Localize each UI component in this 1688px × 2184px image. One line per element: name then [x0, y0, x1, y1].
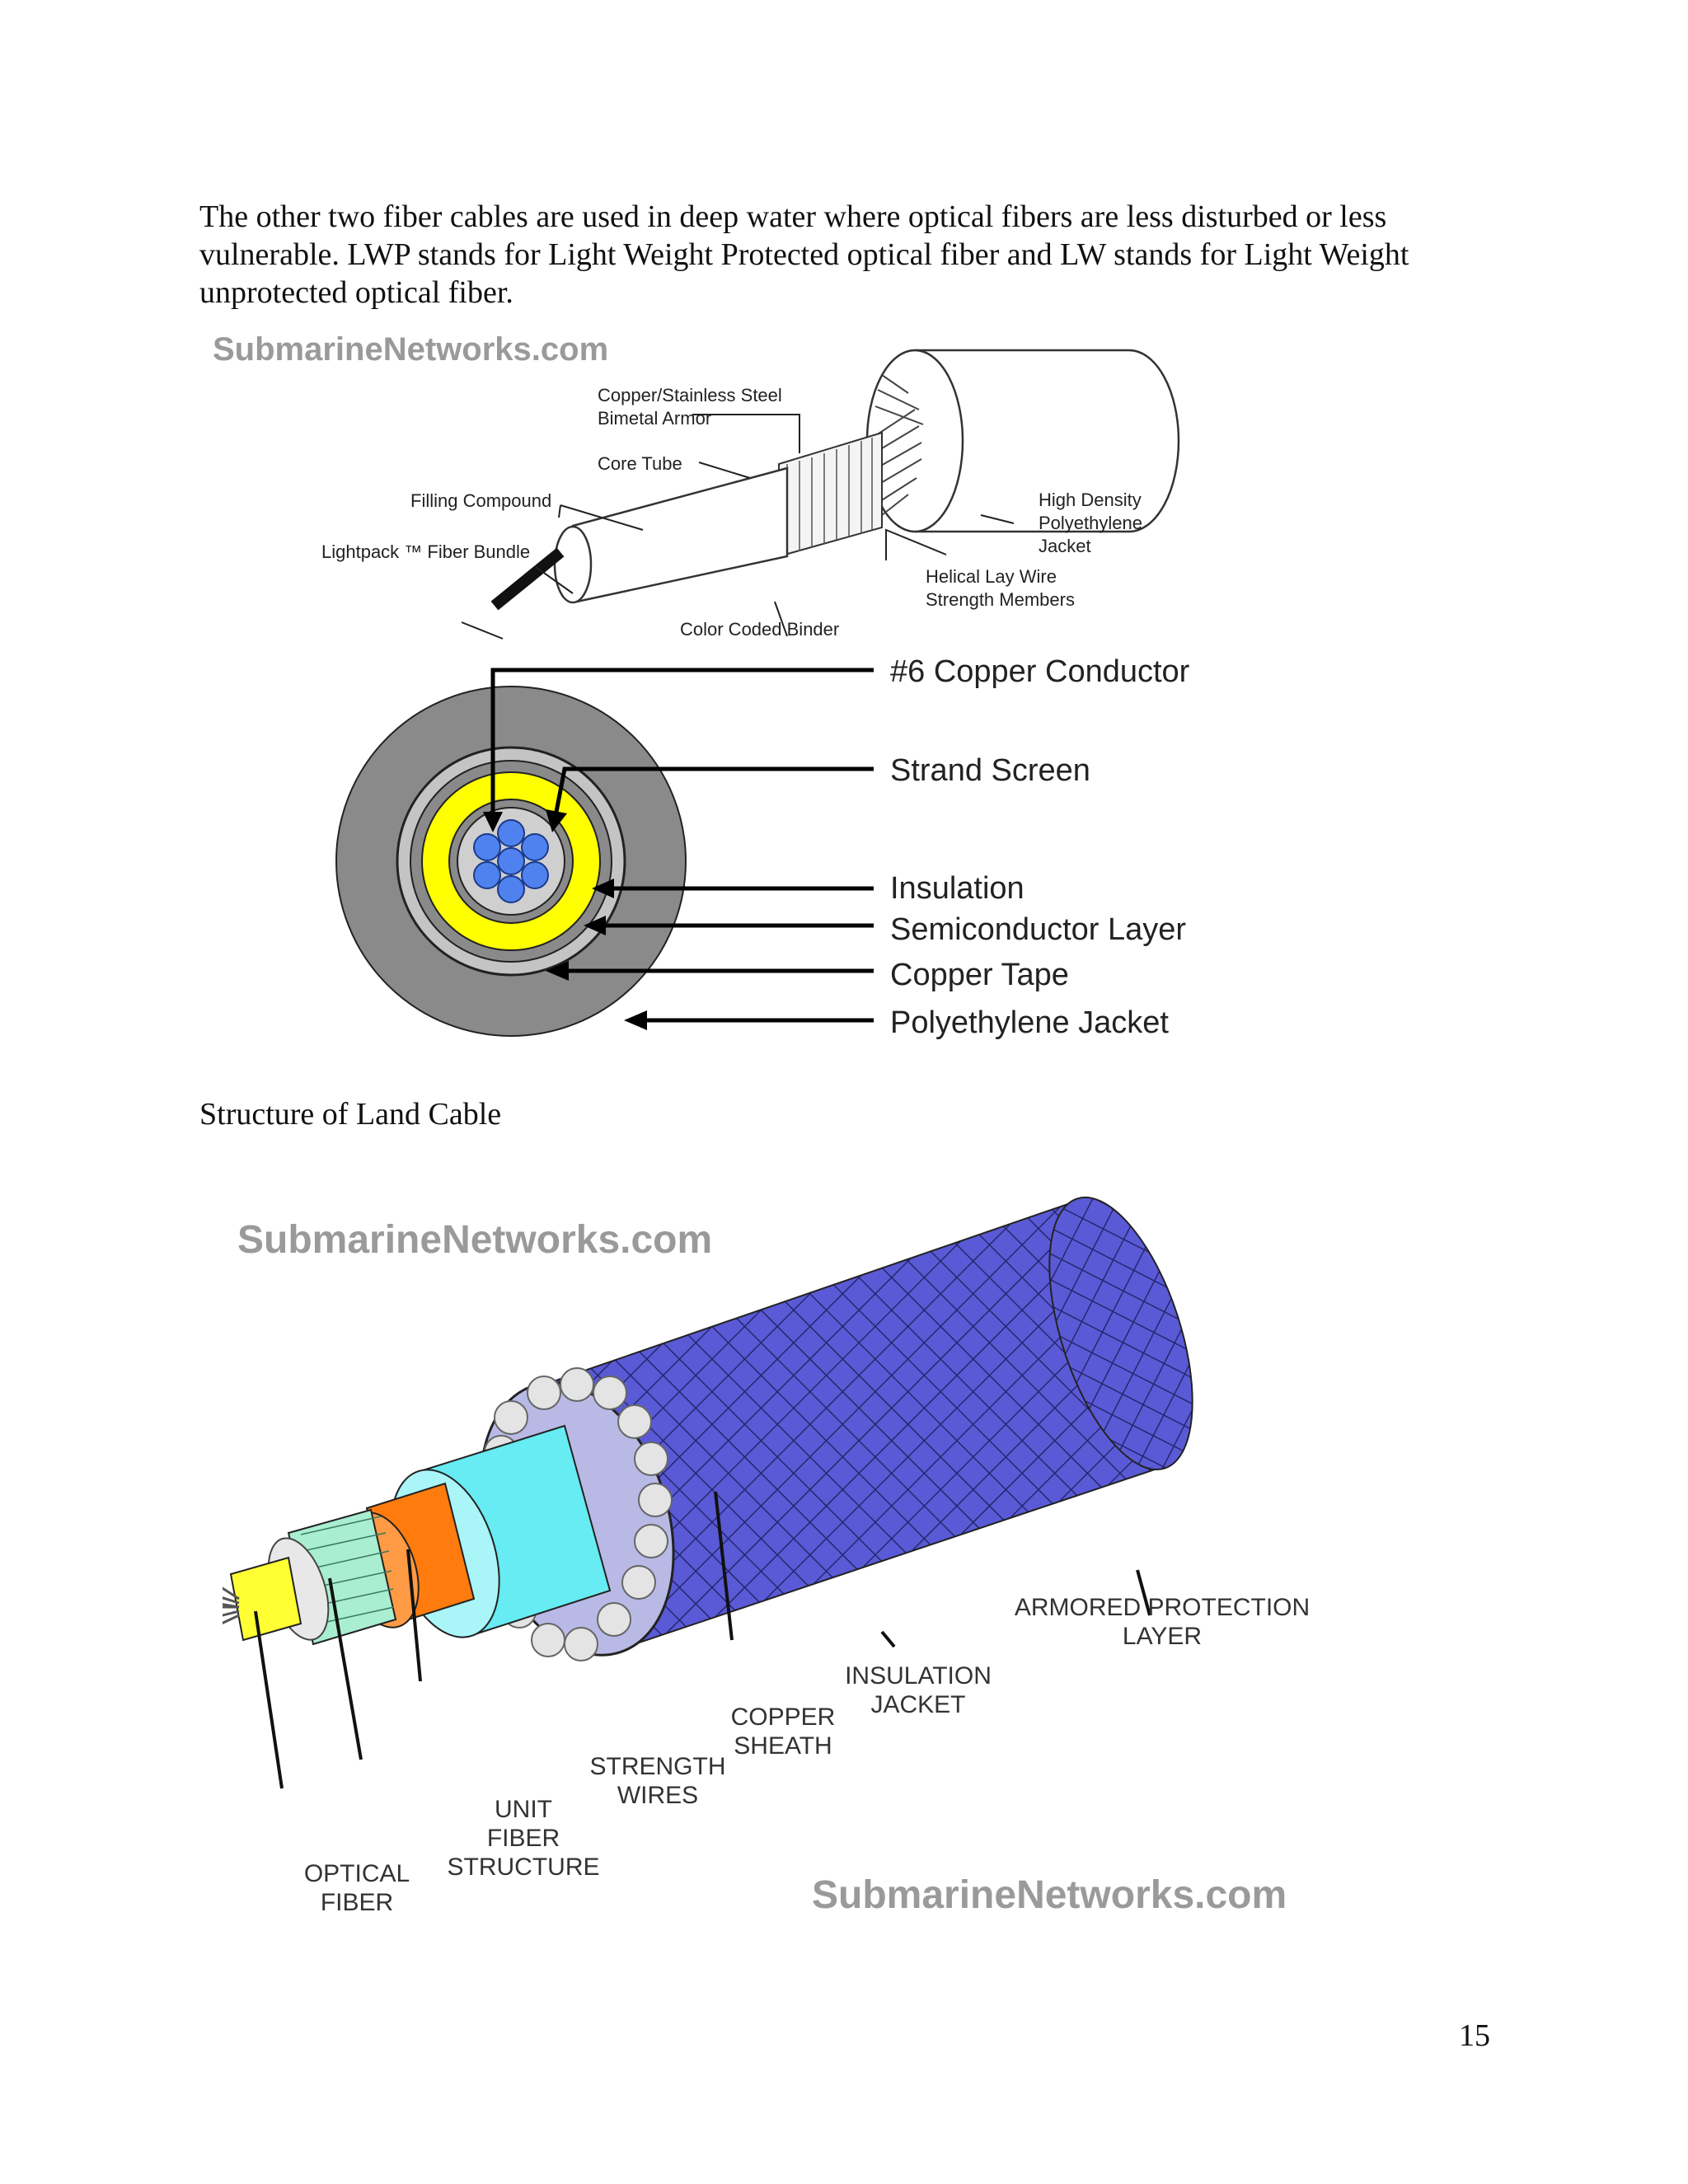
svg-text:Polyethylene: Polyethylene: [1039, 513, 1142, 533]
svg-text:Filling Compound: Filling Compound: [410, 490, 551, 511]
page-number: 15: [1459, 2018, 1490, 2053]
armored-far-end: [1048, 1196, 1193, 1471]
svg-text:LAYER: LAYER: [1123, 1623, 1202, 1650]
svg-text:Color Coded Binder: Color Coded Binder: [680, 619, 839, 640]
svg-text:Copper/Stainless Steel: Copper/Stainless Steel: [598, 385, 782, 405]
svg-text:OPTICAL: OPTICAL: [304, 1860, 410, 1887]
svg-text:JACKET: JACKET: [870, 1691, 965, 1718]
svg-text:COPPER: COPPER: [731, 1704, 836, 1731]
svg-text:Bimetal Armor: Bimetal Armor: [598, 408, 711, 429]
conductor-strands: [473, 819, 549, 903]
svg-text:STRENGTH: STRENGTH: [590, 1753, 726, 1780]
body-paragraph: The other two fiber cables are used in d…: [199, 199, 1409, 310]
core-tube-end: [553, 525, 593, 604]
svg-text:Helical Lay Wire: Helical Lay Wire: [926, 566, 1057, 587]
callout-arrowheads: [483, 809, 647, 1030]
svg-text:Semiconductor Layer: Semiconductor Layer: [890, 912, 1186, 947]
figure3-leader-lines: [254, 1491, 1151, 1789]
unit-fiber-body: [229, 1556, 302, 1642]
fiber-bundle: [490, 547, 565, 611]
svg-text:Polyethylene Jacket: Polyethylene Jacket: [890, 1005, 1169, 1040]
svg-text:INSULATION: INSULATION: [845, 1662, 992, 1690]
figure-caption: Structure of Land Cable: [199, 1097, 502, 1132]
submarine-cable-figure: SubmarineNetworks.com Copper/Stainless S…: [213, 331, 1180, 640]
svg-text:Jacket: Jacket: [1039, 536, 1091, 556]
watermark-bottom: SubmarineNetworks.com: [812, 1873, 1287, 1917]
svg-text:STRUCTURE: STRUCTURE: [448, 1854, 600, 1881]
svg-text:Strength Members: Strength Members: [926, 589, 1075, 610]
callout-lines: [490, 668, 874, 1023]
svg-text:#6 Copper Conductor: #6 Copper Conductor: [890, 654, 1190, 689]
leader-lines: [461, 414, 1015, 640]
svg-text:Lightpack ™ Fiber Bundle: Lightpack ™ Fiber Bundle: [321, 541, 530, 562]
svg-text:FIBER: FIBER: [487, 1825, 560, 1852]
svg-text:Core Tube: Core Tube: [598, 453, 682, 474]
layered-cable-figure: SubmarineNetworks.com SubmarineNetworks.…: [223, 1196, 1310, 1917]
bimetal-armor: [778, 431, 883, 558]
svg-text:SHEATH: SHEATH: [734, 1732, 832, 1760]
svg-text:WIRES: WIRES: [617, 1782, 698, 1809]
svg-text:High Density: High Density: [1039, 490, 1142, 510]
svg-text:FIBER: FIBER: [321, 1889, 393, 1916]
svg-text:Insulation: Insulation: [890, 871, 1025, 906]
outer-jacket-shape: [915, 349, 1180, 533]
svg-text:Copper Tape: Copper Tape: [890, 958, 1069, 992]
core-tube: [571, 466, 789, 603]
svg-text:ARMORED PROTECTION: ARMORED PROTECTION: [1015, 1594, 1310, 1621]
svg-text:Strand Screen: Strand Screen: [890, 753, 1090, 788]
watermark: SubmarineNetworks.com: [213, 331, 608, 368]
svg-text:UNIT: UNIT: [495, 1796, 552, 1823]
land-cable-cross-section: #6 Copper Conductor Strand Screen Insula…: [335, 654, 1190, 1040]
strength-members: [873, 374, 924, 516]
optical-fibers: [223, 1586, 240, 1624]
watermark-top: SubmarineNetworks.com: [237, 1218, 712, 1262]
